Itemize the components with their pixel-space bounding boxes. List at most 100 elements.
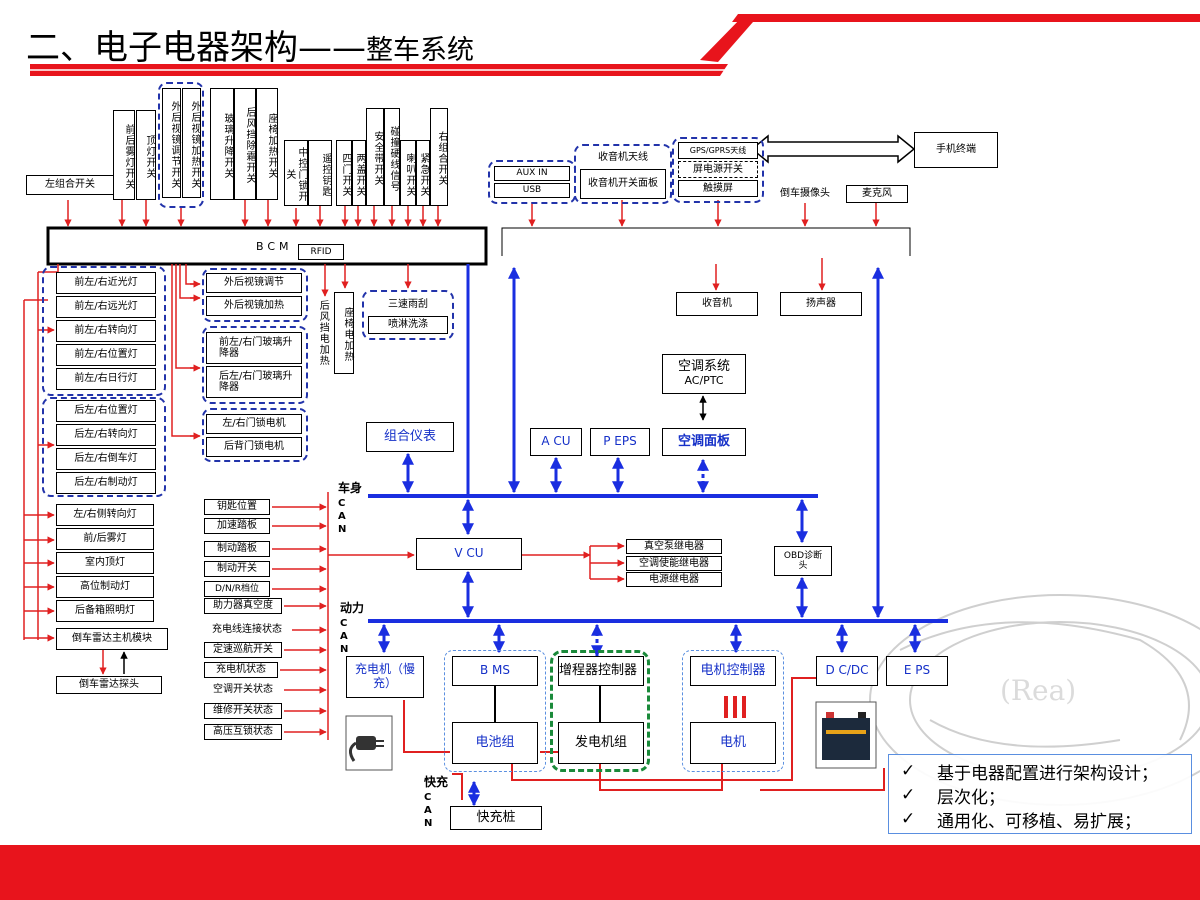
range-extender-controller: 增程器控制器 [558, 656, 644, 686]
legend-text: 通用化、可移植、易扩展； [937, 811, 1141, 832]
seat-heat-switch: 座椅加热开关 [256, 88, 278, 200]
power-can-sub: CAN [340, 618, 349, 656]
mirror-heat-switch: 外后视镜加热开关 [182, 88, 201, 198]
right-combo-switch: 右组合开关 [430, 108, 448, 206]
vacuum-pump-relay: 真空泵继电器 [626, 539, 722, 554]
legend-item: ✓层次化； [889, 783, 1191, 808]
rear-window-lifter: 后左/右门玻璃升降器 [206, 366, 302, 398]
vcu-input-7: 定速巡航开关 [204, 642, 282, 658]
usb-port: USB [494, 183, 570, 198]
side-turn-lamp: 左/右侧转向灯 [56, 504, 154, 526]
front-lamp-0: 前左/右近光灯 [56, 272, 156, 294]
page-title-rest: 整车系统 [366, 35, 474, 66]
dcdc: D C/DC [816, 656, 878, 686]
radio-unit: 收音机 [676, 292, 758, 316]
reverse-radar-probe: 倒车雷达探头 [56, 676, 162, 694]
bms: B MS [452, 656, 538, 686]
four-door-switch: 四门开关 [336, 140, 352, 206]
motor-controller: 电机控制器 [690, 656, 776, 686]
battery-pack: 电池组 [452, 722, 538, 764]
window-switch: 玻璃升降开关 [210, 88, 234, 200]
rear-lamp-0: 后左/右位置灯 [56, 400, 156, 422]
bcm-label: BCM [256, 240, 293, 253]
central-lock-switch: 中控门锁开关 [284, 140, 308, 206]
obd-connector: OBD诊断头 [774, 546, 832, 576]
fast-can-sub: CAN [424, 792, 433, 830]
motor: 电机 [690, 722, 776, 764]
washer-pump: 喷淋洗涤 [368, 316, 448, 334]
vcu-input-0: 钥匙位置 [204, 499, 270, 515]
screen-power-switch: 屏电源开关 [678, 161, 758, 178]
two-cover-switch: 两盖开关 [352, 140, 366, 206]
radio-antenna: 收音机天线 [580, 149, 666, 167]
legend-item: ✓ 通用化、可移植、易扩展； [889, 807, 1191, 832]
trunk-lamp: 后备箱照明灯 [56, 600, 154, 622]
vcu-input-8: 充电机状态 [204, 662, 278, 678]
instrument-cluster: 组合仪表 [366, 422, 454, 452]
left-combo-switch: 左组合开关 [26, 175, 114, 195]
front-window-lifter: 前左/右门玻璃升降器 [206, 332, 302, 364]
vcu-input-2: 制动踏板 [204, 541, 270, 557]
rear-lamp-2: 后左/右倒车灯 [56, 448, 156, 470]
interior-lamp: 室内顶灯 [56, 552, 154, 574]
dome-lamp-switch: 顶灯开关 [136, 110, 156, 200]
radio-switch-panel: 收音机开关面板 [580, 169, 666, 199]
power-can-label: 动力 CAN [340, 601, 365, 656]
page-title-main: 二、电子电器架构—— [26, 28, 366, 68]
power-relay: 电源继电器 [626, 572, 722, 587]
rear-lamp-1: 后左/右转向灯 [56, 424, 156, 446]
mirror-heat: 外后视镜加热 [206, 296, 302, 316]
rfid-box: RFID [298, 244, 344, 260]
eps: E PS [886, 656, 948, 686]
hvac-system-name: 空调系统 [677, 359, 730, 375]
front-lamp-1: 前左/右远光灯 [56, 296, 156, 318]
checkmark-icon: ✓ [901, 761, 916, 781]
motor-group [682, 650, 784, 772]
mirror-switch-group [158, 82, 204, 208]
touch-screen: 触摸屏 [678, 180, 758, 197]
front-rear-fog-switch: 前后雾灯开关 [113, 110, 135, 200]
screen-group [672, 137, 764, 203]
front-lamp-3: 前左/右位置灯 [56, 344, 156, 366]
acu: A CU [530, 428, 582, 456]
mirror-adjust: 外后视镜调节 [206, 273, 302, 293]
checkmark-icon: ✓ [901, 809, 916, 829]
window-output-group [202, 326, 308, 404]
generator-set: 发电机组 [558, 722, 644, 764]
hvac-system-sub: AC/PTC [684, 374, 724, 388]
power-can-name: 动力 [340, 601, 365, 615]
three-speed-wiper: 三速雨刮 [368, 296, 448, 314]
gps-antenna: GPS/GPRS天线 [678, 142, 758, 159]
fast-can-label: 快充 CAN [424, 775, 449, 830]
bms-group [444, 650, 546, 772]
legend-item: ✓基于电器配置进行架构设计； [889, 759, 1191, 784]
microphone: 麦克风 [846, 185, 908, 203]
fast-charging-pile: 快充桩 [450, 806, 542, 830]
vcu-input-10: 维修开关状态 [204, 703, 282, 719]
range-extender-group [550, 650, 650, 772]
vcu-input-5: 助力器真空度 [204, 598, 282, 614]
seatbelt-switch: 安全带开关 [366, 108, 384, 206]
rear-lamp-3: 后左/右制动灯 [56, 472, 156, 494]
design-principles-legend: ✓基于电器配置进行架构设计； ✓层次化； ✓通用化、可移植、易扩展； [888, 754, 1192, 834]
ac-panel: 空调面板 [662, 428, 746, 456]
on-board-charger: 充电机（慢充） [346, 656, 424, 698]
front-lamp-2: 前左/右转向灯 [56, 320, 156, 342]
door-lock-motor: 左/右门锁电机 [206, 414, 302, 434]
fast-can-name: 快充 [424, 775, 449, 789]
ac-enable-relay: 空调使能继电器 [626, 556, 722, 571]
horn-switch: 喇叭开关 [400, 140, 416, 206]
vcu-input-4: D/N/R档位 [204, 581, 270, 597]
speaker: 扬声器 [780, 292, 862, 316]
rear-defrost-switch: 后风挡除霜开关 [234, 88, 256, 200]
vcu-input-6: 充电线连接状态 [204, 622, 290, 638]
front-lamp-4: 前左/右日行灯 [56, 368, 156, 390]
legend-text: 层次化； [937, 787, 1005, 808]
reverse-camera: 倒车摄像头 [772, 185, 838, 203]
vcu-input-3: 制动开关 [204, 561, 270, 577]
body-can-sub: CAN [338, 498, 347, 536]
front-lamps-group [42, 266, 166, 396]
wiper-group [362, 290, 454, 340]
